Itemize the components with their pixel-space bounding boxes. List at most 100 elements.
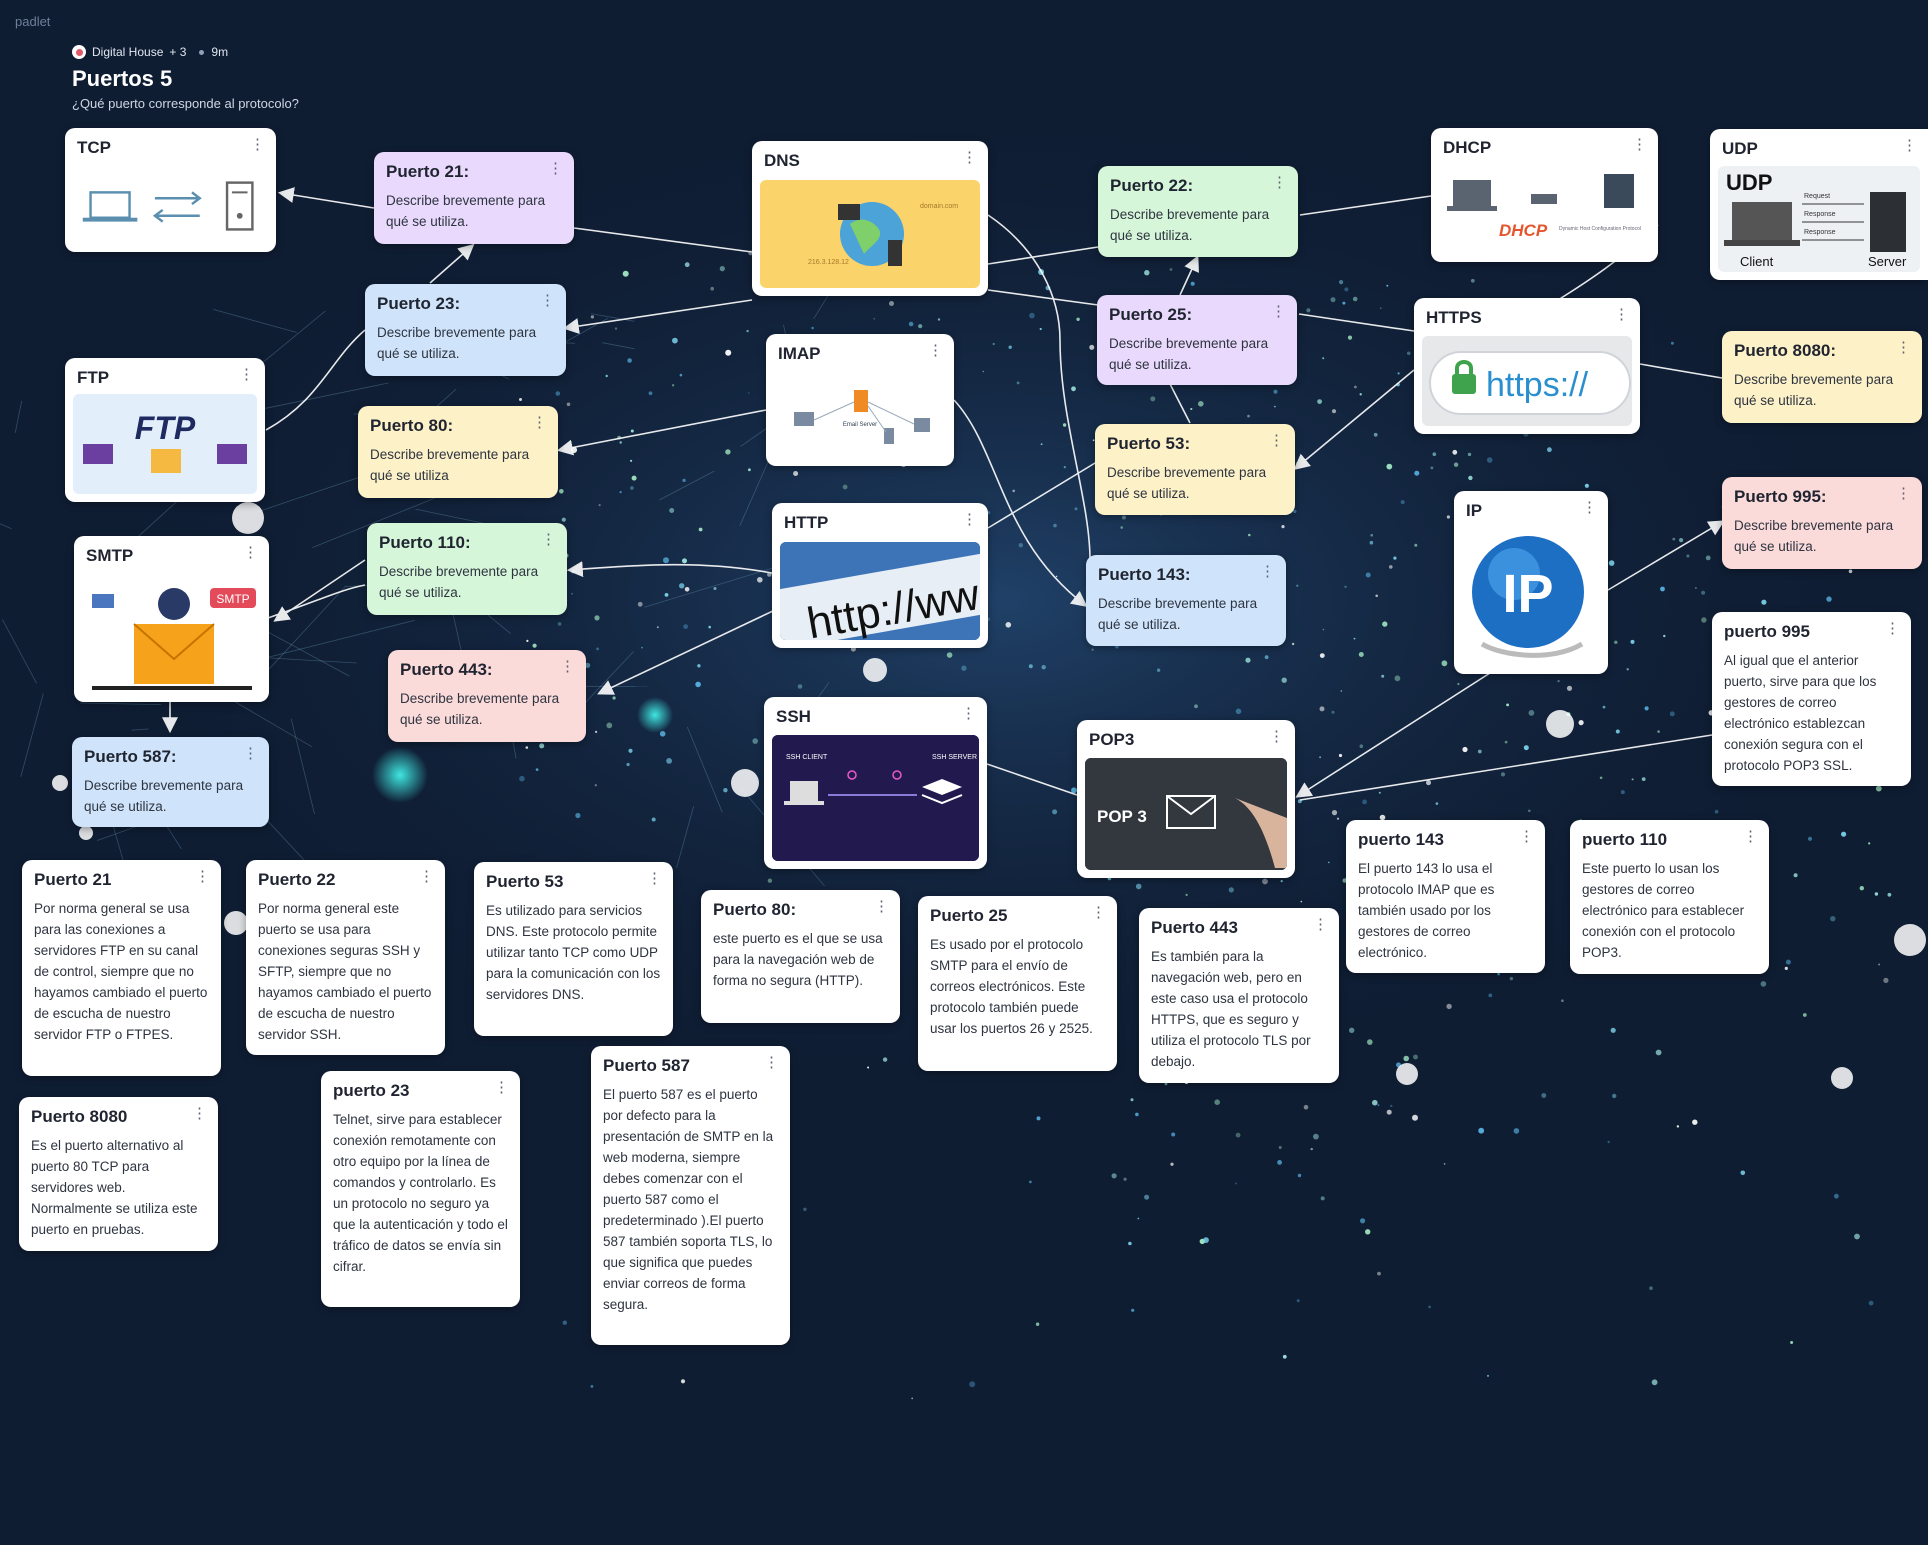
protocol-card-smtp[interactable]: ⋮ SMTP SMTP: [74, 536, 269, 702]
background-particle: [585, 662, 591, 668]
background-particle: [1342, 878, 1348, 883]
prompt-card-puerto-23[interactable]: ⋮ Puerto 23: Describe brevemente para qu…: [365, 284, 566, 376]
more-vertical-icon[interactable]: ⋮: [494, 1079, 509, 1096]
more-vertical-icon[interactable]: ⋮: [540, 292, 555, 309]
more-vertical-icon[interactable]: ⋮: [1272, 174, 1287, 191]
udp-diagram-image: UDP Request Response Response Client Ser…: [1718, 166, 1920, 272]
background-particle: [1194, 704, 1198, 709]
answer-card-puerto-110[interactable]: ⋮ puerto 110 Este puerto lo usan los ges…: [1570, 820, 1769, 974]
avatar-icon[interactable]: [72, 45, 86, 59]
card-title: puerto 143: [1358, 830, 1444, 849]
background-network-line: [312, 497, 435, 548]
prompt-card-puerto-25[interactable]: ⋮ Puerto 25: Describe brevemente para qu…: [1097, 295, 1297, 385]
protocol-card-udp[interactable]: ⋮ UDP UDP Request Response Response Clie…: [1710, 129, 1928, 280]
more-vertical-icon[interactable]: ⋮: [1885, 620, 1900, 637]
more-vertical-icon[interactable]: ⋮: [1896, 339, 1911, 356]
protocol-card-dhcp[interactable]: ⋮ DHCP DHCP Dynamic Host Configuration P…: [1431, 128, 1658, 262]
protocol-card-tcp[interactable]: ⋮ TCP: [65, 128, 276, 252]
more-vertical-icon[interactable]: ⋮: [1260, 563, 1275, 580]
answer-card-puerto-22[interactable]: ⋮ Puerto 22 Por norma general este puert…: [246, 860, 445, 1055]
answer-card-puerto-53[interactable]: ⋮ Puerto 53 Es utilizado para servicios …: [474, 862, 673, 1036]
answer-card-puerto-143[interactable]: ⋮ puerto 143 El puerto 143 lo usa el pro…: [1346, 820, 1545, 973]
more-vertical-icon[interactable]: ⋮: [239, 366, 254, 383]
background-particle: [1235, 1132, 1241, 1138]
background-particle: [1528, 710, 1535, 716]
more-vertical-icon[interactable]: ⋮: [647, 870, 662, 887]
prompt-card-puerto-8080[interactable]: ⋮ Puerto 8080: Describe brevemente para …: [1722, 331, 1922, 423]
background-particle: [1547, 447, 1552, 453]
padlet-logo[interactable]: padlet: [15, 14, 51, 29]
protocol-card-ip[interactable]: ⋮ IP IP: [1454, 491, 1608, 674]
prompt-card-puerto-53[interactable]: ⋮ Puerto 53: Describe brevemente para qu…: [1095, 424, 1295, 515]
more-vertical-icon[interactable]: ⋮: [1896, 485, 1911, 502]
more-vertical-icon[interactable]: ⋮: [532, 414, 547, 431]
more-vertical-icon[interactable]: ⋮: [1519, 828, 1534, 845]
prompt-card-puerto-995[interactable]: ⋮ Puerto 995: Describe brevemente para q…: [1722, 477, 1922, 569]
prompt-card-puerto-587[interactable]: ⋮ Puerto 587: Describe brevemente para q…: [72, 737, 269, 827]
protocol-card-http[interactable]: ⋮ HTTP http://ww: [772, 503, 988, 648]
answer-card-puerto-587[interactable]: ⋮ Puerto 587 El puerto 587 es el puerto …: [591, 1046, 790, 1345]
protocol-card-https[interactable]: ⋮ HTTPS https://: [1414, 298, 1640, 434]
prompt-card-puerto-143[interactable]: ⋮ Puerto 143: Describe brevemente para q…: [1086, 555, 1286, 646]
more-vertical-icon[interactable]: ⋮: [962, 511, 977, 528]
background-particle: [1052, 809, 1058, 815]
answer-card-puerto-8080[interactable]: ⋮ Puerto 8080 Es el puerto alternativo a…: [19, 1097, 218, 1251]
answer-card-puerto-21[interactable]: ⋮ Puerto 21 Por norma general se usa par…: [22, 860, 221, 1076]
protocol-card-ftp[interactable]: ⋮ FTP FTP: [65, 358, 265, 502]
udp-client-text: Client: [1740, 254, 1774, 269]
more-vertical-icon[interactable]: ⋮: [560, 658, 575, 675]
more-vertical-icon[interactable]: ⋮: [1269, 432, 1284, 449]
background-particle: [682, 478, 686, 483]
prompt-card-puerto-443[interactable]: ⋮ Puerto 443: Describe brevemente para q…: [388, 650, 586, 742]
background-particle: [1281, 677, 1287, 683]
prompt-card-puerto-21[interactable]: ⋮ Puerto 21: Describe brevemente para qu…: [374, 152, 574, 244]
answer-card-puerto-80[interactable]: ⋮ Puerto 80: este puerto es el que se us…: [701, 890, 900, 1023]
protocol-card-ssh[interactable]: ⋮ SSH SSH CLIENT SSH SERVER: [764, 697, 987, 869]
prompt-card-puerto-80[interactable]: ⋮ Puerto 80: Describe brevemente para qu…: [358, 406, 558, 498]
answer-card-puerto-25[interactable]: ⋮ Puerto 25 Es usado por el protocolo SM…: [918, 896, 1117, 1071]
more-vertical-icon[interactable]: ⋮: [874, 898, 889, 915]
more-vertical-icon[interactable]: ⋮: [192, 1105, 207, 1122]
more-vertical-icon[interactable]: ⋮: [541, 531, 556, 548]
background-network-line: [80, 702, 162, 705]
background-particle: [648, 391, 653, 396]
author-name[interactable]: Digital House: [92, 45, 164, 59]
background-particle: [1705, 555, 1711, 561]
answer-card-puerto-23[interactable]: ⋮ puerto 23 Telnet, sirve para establece…: [321, 1071, 520, 1307]
background-particle: [1235, 708, 1242, 715]
answer-card-puerto-995[interactable]: ⋮ puerto 995 Al igual que el anterior pu…: [1712, 612, 1911, 786]
collaborators-count[interactable]: + 3: [169, 45, 187, 59]
more-vertical-icon[interactable]: ⋮: [928, 342, 943, 359]
more-vertical-icon[interactable]: ⋮: [1313, 916, 1328, 933]
more-vertical-icon[interactable]: ⋮: [961, 705, 976, 722]
more-vertical-icon[interactable]: ⋮: [250, 136, 265, 153]
more-vertical-icon[interactable]: ⋮: [962, 149, 977, 166]
more-vertical-icon[interactable]: ⋮: [548, 160, 563, 177]
prompt-card-puerto-110[interactable]: ⋮ Puerto 110: Describe brevemente para q…: [367, 523, 567, 615]
background-particle: [1382, 621, 1388, 627]
background-particle: [1657, 730, 1660, 733]
background-particle: [1137, 1217, 1140, 1220]
more-vertical-icon[interactable]: ⋮: [1271, 303, 1286, 320]
more-vertical-icon[interactable]: ⋮: [1902, 137, 1917, 154]
more-vertical-icon[interactable]: ⋮: [1269, 728, 1284, 745]
background-particle: [1868, 842, 1871, 845]
background-particle: [1841, 831, 1847, 837]
answer-card-puerto-443[interactable]: ⋮ Puerto 443 Es también para la navegaci…: [1139, 908, 1339, 1083]
more-vertical-icon[interactable]: ⋮: [195, 868, 210, 885]
protocol-card-pop3[interactable]: ⋮ POP3 POP 3: [1077, 720, 1295, 878]
more-vertical-icon[interactable]: ⋮: [1091, 904, 1106, 921]
protocol-card-dns[interactable]: ⋮ DNS domain.com 216.3.128.12: [752, 141, 988, 296]
background-particle: [1377, 1104, 1380, 1107]
more-vertical-icon[interactable]: ⋮: [1614, 306, 1629, 323]
protocol-card-imap[interactable]: ⋮ IMAP Email Server: [766, 334, 954, 466]
background-particle: [1686, 554, 1690, 558]
prompt-card-puerto-22[interactable]: ⋮ Puerto 22: Describe brevemente para qu…: [1098, 166, 1298, 257]
more-vertical-icon[interactable]: ⋮: [764, 1054, 779, 1071]
more-vertical-icon[interactable]: ⋮: [1632, 136, 1647, 153]
more-vertical-icon[interactable]: ⋮: [419, 868, 434, 885]
more-vertical-icon[interactable]: ⋮: [1582, 499, 1597, 516]
more-vertical-icon[interactable]: ⋮: [243, 544, 258, 561]
more-vertical-icon[interactable]: ⋮: [1743, 828, 1758, 845]
more-vertical-icon[interactable]: ⋮: [243, 745, 258, 762]
